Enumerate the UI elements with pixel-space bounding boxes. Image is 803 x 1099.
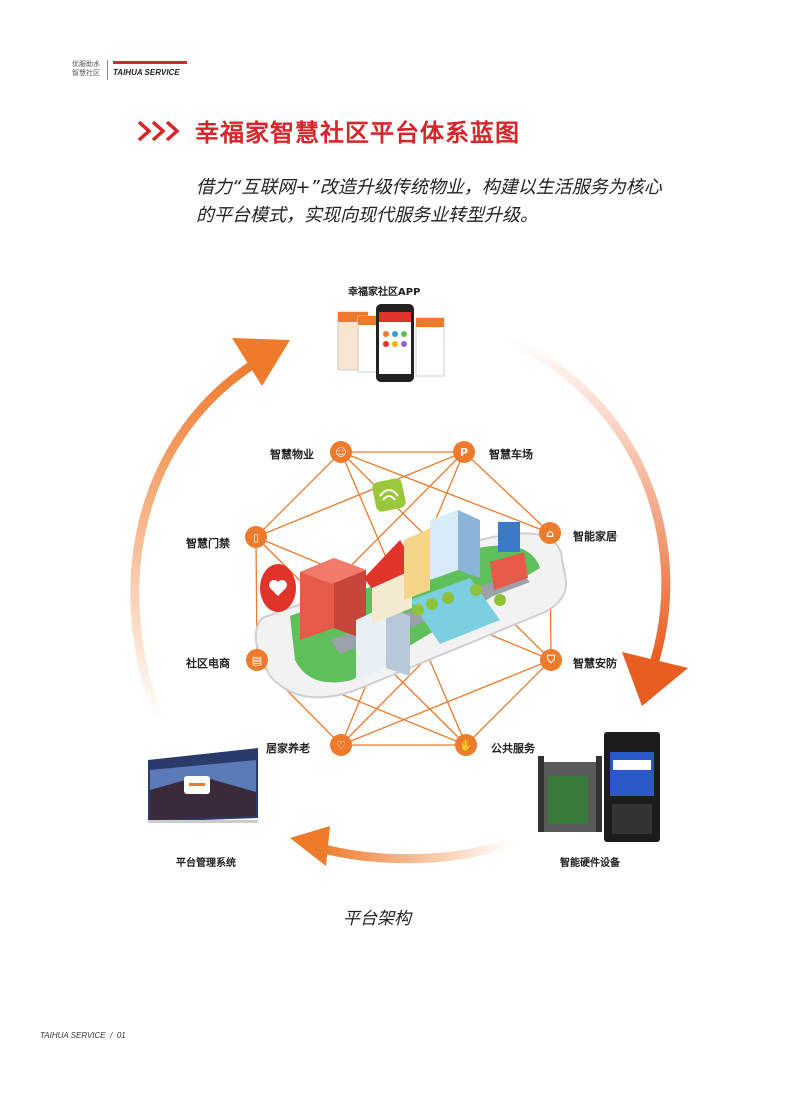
brand-accent-bar: [113, 61, 187, 64]
cycle-arrow-bottom: [290, 826, 515, 866]
footer-page-number: 01: [116, 1031, 126, 1040]
city-phone-illustration: [254, 510, 568, 699]
diagram-caption: 平台架构: [343, 909, 411, 929]
node-label-ecommerce: 社区电商: [186, 657, 230, 670]
footer-brand: TAIHUA SERVICE: [40, 1031, 106, 1040]
wifi-badge-icon: [372, 478, 406, 512]
cycle-arrow-right: [505, 335, 688, 706]
shop-icon: ▤: [246, 649, 268, 671]
heart-badge-icon: [260, 564, 296, 612]
node-label-parking: 智慧车场: [489, 448, 533, 461]
door-icon: ▯: [245, 526, 267, 548]
triple-chevron-icon: [137, 120, 180, 142]
cycle-label-app: 幸福家社区APP: [348, 287, 421, 298]
node-label-smart-home: 智能家居: [573, 530, 617, 543]
page-title: 幸福家智慧社区平台体系蓝图: [195, 119, 520, 147]
brand-cn-line2: 智慧社区: [72, 69, 100, 77]
hardware-illustration: [538, 732, 660, 842]
footer-sep: /: [107, 1031, 115, 1040]
user-icon: ☺: [330, 441, 352, 463]
app-screens-illustration: [337, 304, 445, 382]
service-icon: ✋: [455, 734, 477, 756]
parking-icon: P: [453, 441, 475, 463]
node-label-security: 智慧安防: [573, 657, 617, 670]
cycle-arrow-left: [130, 338, 290, 725]
shield-icon: ⛉: [540, 649, 562, 671]
stethoscope-icon: ♡: [330, 734, 352, 756]
brand-cn-line1: 优服助水: [72, 60, 100, 68]
brand-en: TAIHUA SERVICE: [113, 68, 180, 77]
page-description: 借力“互联网+”改造升级传统物业，构建以生活服务为核心 的平台模式，实现向现代服…: [196, 174, 756, 230]
desc-line1: 借力“互联网+”改造升级传统物业，构建以生活服务为核心: [196, 177, 662, 198]
brand-cn: 优服助水 智慧社区: [72, 60, 100, 78]
node-label-public-service: 公共服务: [491, 742, 535, 755]
cycle-label-platform: 平台管理系统: [176, 858, 236, 869]
home-icon: ⌂: [539, 522, 561, 544]
brand-divider: [107, 60, 108, 80]
node-label-elderly-care: 居家养老: [266, 742, 310, 755]
platform-monitor-illustration: [148, 748, 258, 823]
desc-line2: 的平台模式，实现向现代服务业转型升级。: [196, 205, 538, 226]
cycle-label-hardware: 智能硬件设备: [560, 858, 620, 869]
footer: TAIHUA SERVICE / 01: [40, 1031, 126, 1040]
node-label-property: 智慧物业: [270, 448, 314, 461]
node-label-access-control: 智慧门禁: [186, 537, 230, 550]
